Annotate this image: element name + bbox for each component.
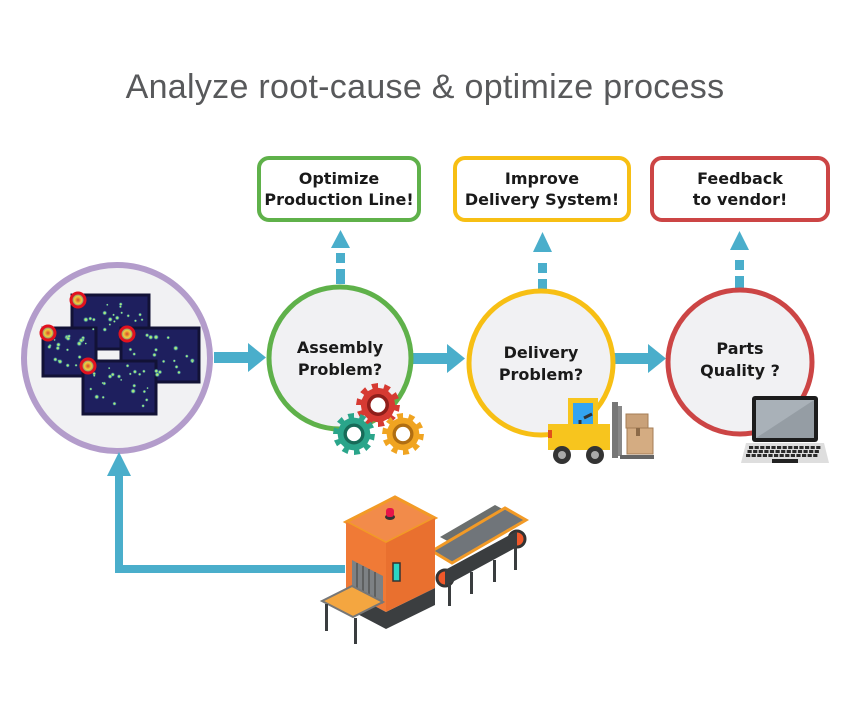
inspection-node [21,262,213,454]
flow-arrows [107,230,749,573]
defect-heatmap-icon [39,291,201,416]
arrow-delivery-to-action [533,232,552,294]
action-box-optimize-production-line: Optimize Production Line! [257,156,421,222]
defect-marker [79,357,97,375]
stage-label-parts: Parts Quality ? [700,339,780,380]
arrow-assembly-to-delivery [413,344,465,373]
action-box-feedback-to-vendor: Feedback to vendor! [650,156,830,222]
arrow-production-to-inspection [107,452,345,573]
forklift-icon [548,398,654,464]
stage-label-assembly: Assembly Problem? [296,338,384,379]
defect-marker [69,291,87,309]
diagram-title: Analyze root-cause & optimize process [125,68,725,106]
action-box-improve-delivery-system: Improve Delivery System! [453,156,631,222]
arrow-parts-to-action [730,231,749,291]
conveyor-machine-icon [319,495,530,644]
stage-label-delivery: Delivery Problem? [498,343,584,384]
gears-icon [333,383,424,455]
laptop-icon [741,396,829,463]
arrow-inspection-to-assembly [214,343,266,372]
defect-marker [118,325,136,343]
defect-marker [39,324,57,342]
arrow-delivery-to-parts [614,344,666,373]
arrow-assembly-to-action [331,230,350,284]
